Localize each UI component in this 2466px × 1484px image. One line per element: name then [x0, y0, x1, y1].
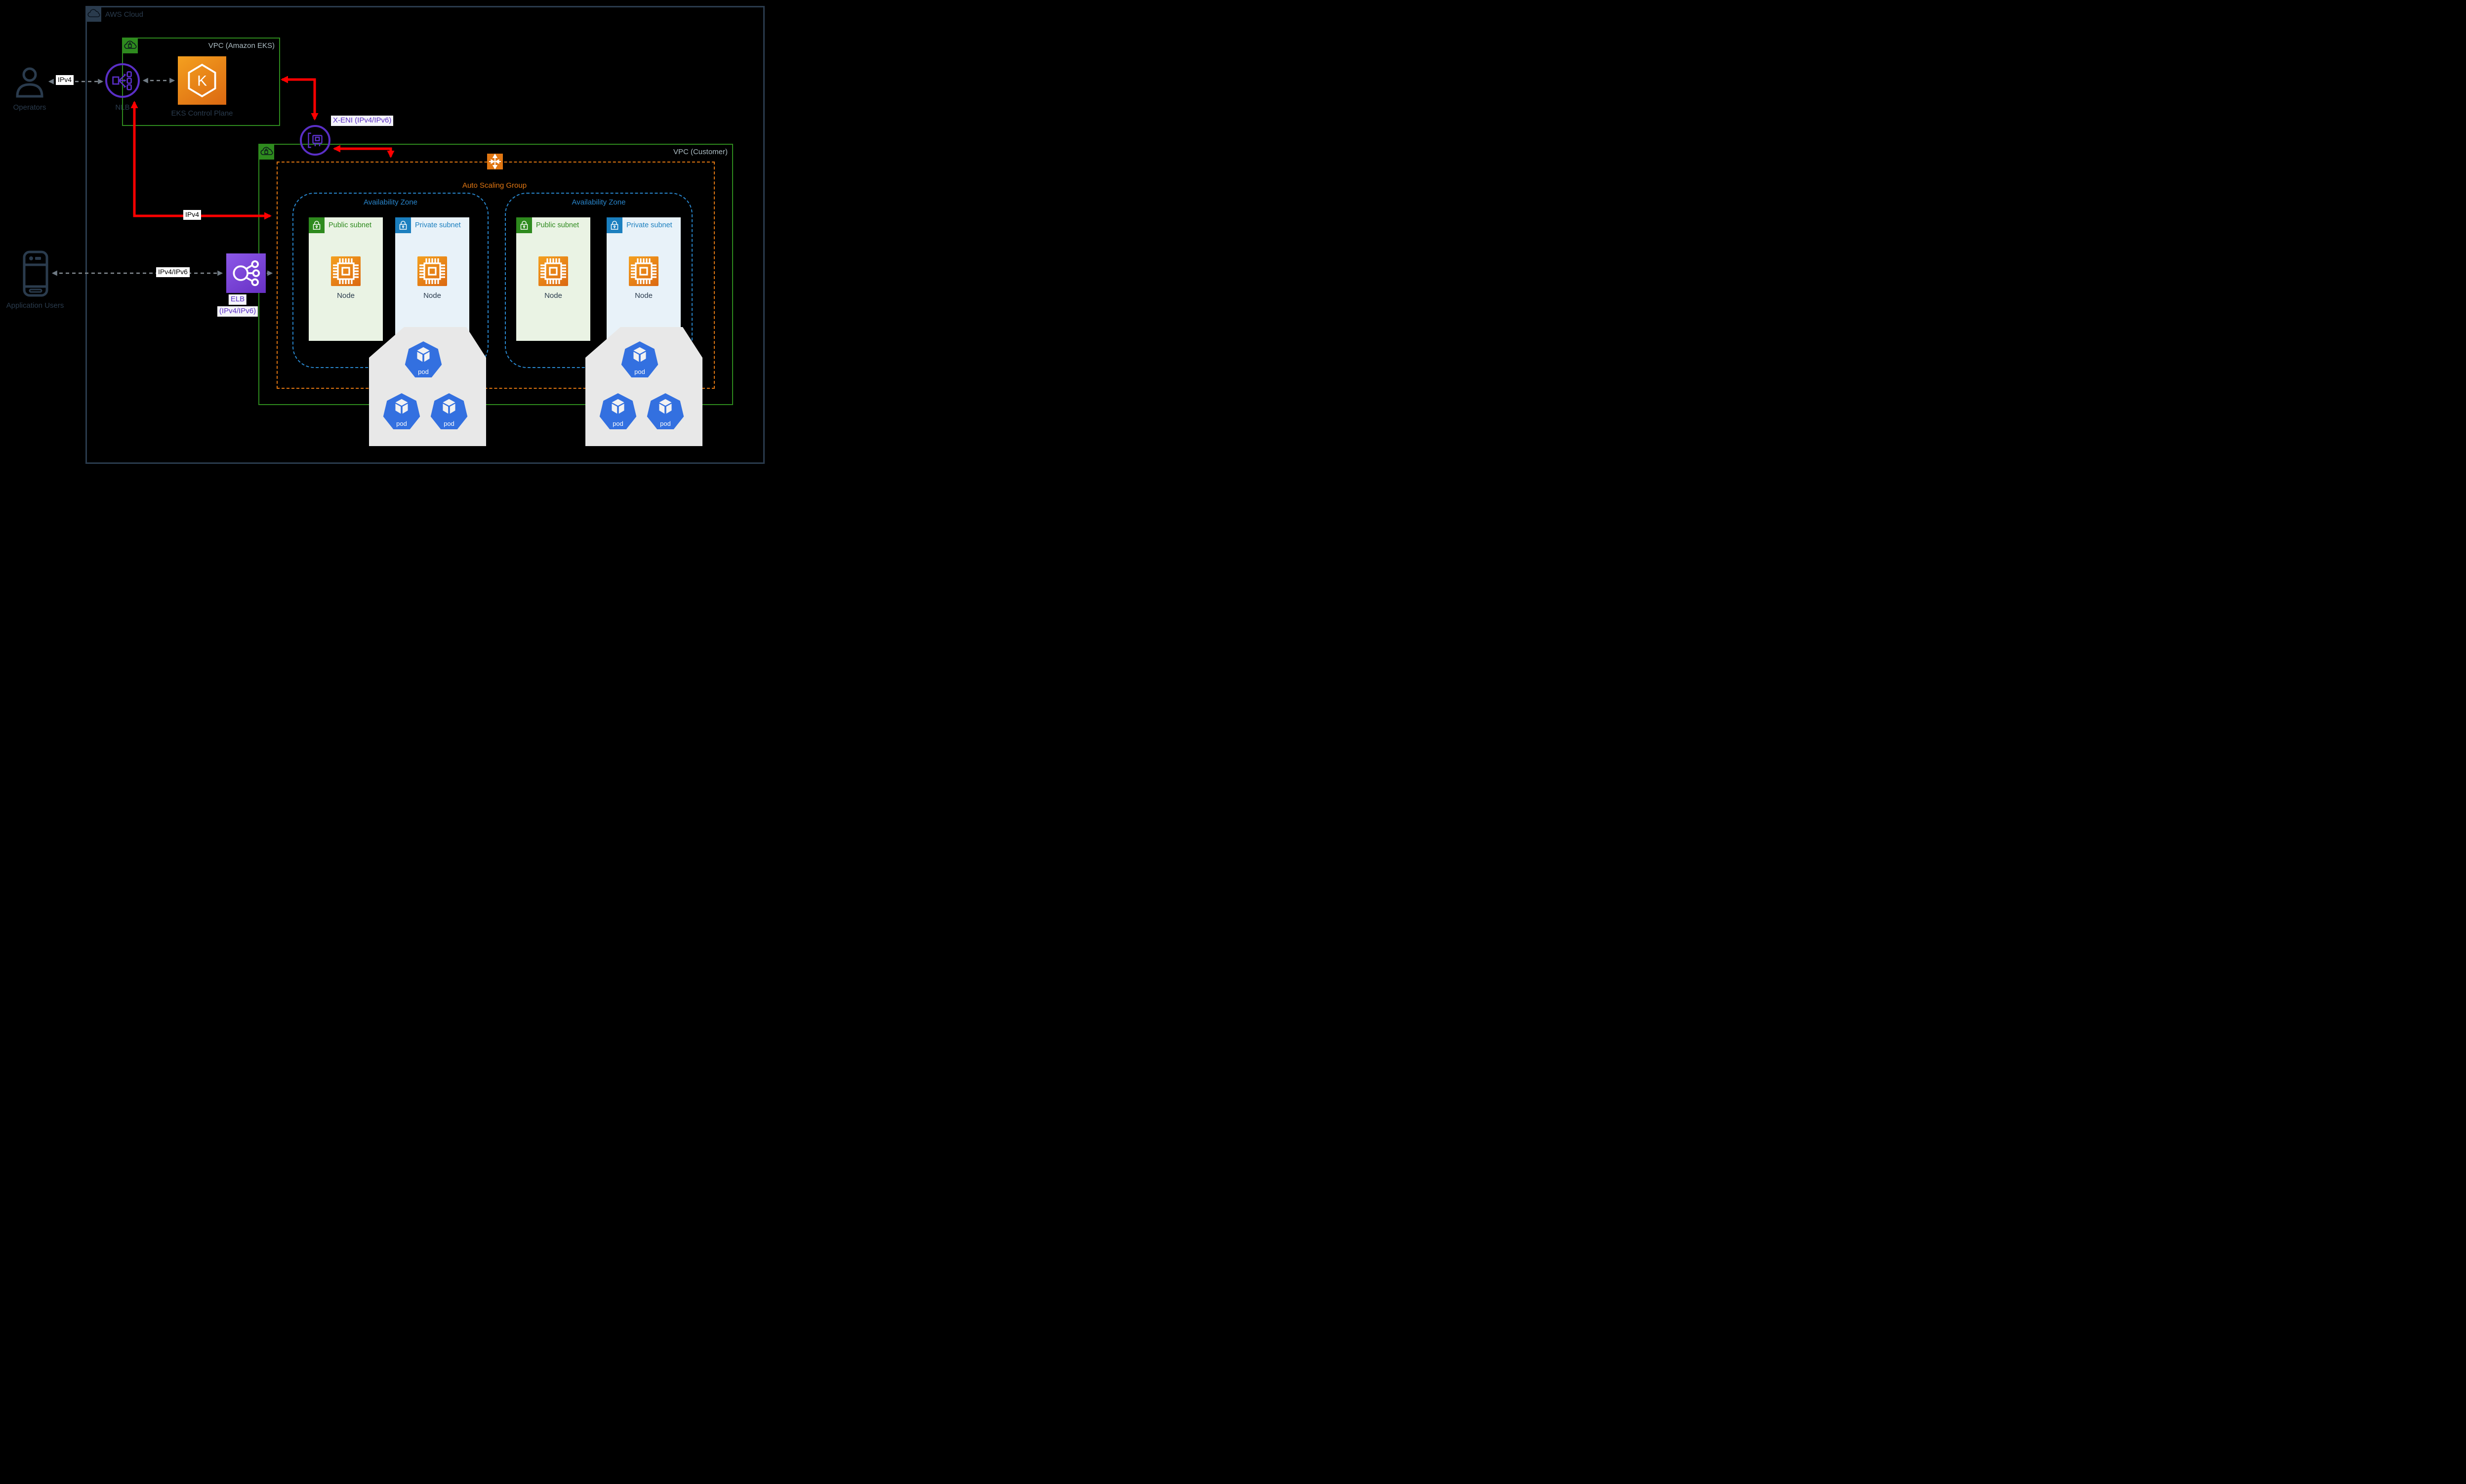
- operators-icon: [14, 66, 45, 101]
- subnet-label: Private subnet: [626, 221, 672, 229]
- cloud-icon: [87, 9, 100, 17]
- lock-icon: [607, 217, 622, 233]
- vpc-customer-label: VPC (Customer): [673, 148, 728, 156]
- lock-icon: [309, 217, 325, 233]
- pod-icon: pod: [621, 341, 658, 377]
- node-icon: [417, 256, 447, 286]
- ipv4-label-red-arrow: IPv4: [183, 210, 202, 220]
- pod-icon: pod: [647, 393, 684, 429]
- pod-group-az1: pod pod pod: [369, 327, 486, 446]
- node-icon: [331, 256, 361, 286]
- pod-icon: pod: [430, 393, 468, 429]
- pod-label: pod: [660, 420, 671, 427]
- auto-scaling-group-label: Auto Scaling Group: [462, 181, 527, 190]
- public-subnet-az1: Public subnet Node: [309, 217, 383, 341]
- nlb-icon: [105, 63, 140, 98]
- operators-label: Operators: [13, 103, 46, 112]
- vpc-icon: [122, 38, 138, 53]
- node-label: Node: [423, 291, 441, 300]
- node-icon: [538, 256, 568, 286]
- subnet-label: Private subnet: [415, 221, 461, 229]
- pod-label: pod: [634, 368, 645, 375]
- aws-cloud-box: [85, 6, 765, 464]
- application-users-label: Application Users: [6, 301, 64, 310]
- pod-label: pod: [613, 420, 623, 427]
- pod-group-az2: pod pod pod: [585, 327, 702, 446]
- auto-scaling-group-icon: [487, 154, 503, 169]
- elb-label: ELB: [228, 294, 247, 305]
- node-label: Node: [337, 291, 355, 300]
- pod-label: pod: [444, 420, 454, 427]
- private-subnet-az2: Private subnet Node: [607, 217, 681, 341]
- application-users-icon: [22, 250, 49, 300]
- x-eni-label: X-ENI (IPv4/IPv6): [331, 116, 394, 126]
- pod-icon: pod: [405, 341, 442, 377]
- availability-zone-label: Availability Zone: [572, 198, 626, 206]
- pod-label: pod: [396, 420, 407, 427]
- eks-control-plane-icon: K: [178, 56, 226, 105]
- aws-cloud-icon: [85, 6, 101, 22]
- availability-zone-label: Availability Zone: [364, 198, 417, 206]
- pod-label: pod: [418, 368, 429, 375]
- public-subnet-az2: Public subnet Node: [516, 217, 590, 341]
- vpc-icon: [258, 144, 274, 160]
- ipv4-label-operators: IPv4: [55, 75, 74, 85]
- aws-cloud-label: AWS Cloud: [105, 10, 143, 19]
- vpc-eks-label: VPC (Amazon EKS): [208, 41, 275, 50]
- pod-icon: pod: [599, 393, 637, 429]
- private-subnet-az1: Private subnet Node: [395, 217, 469, 341]
- aws-eks-network-diagram: AWS Cloud VPC (Amazon EKS) VPC (Customer…: [0, 0, 769, 466]
- svg-text:K: K: [197, 73, 207, 89]
- node-label: Node: [635, 291, 653, 300]
- lock-icon: [395, 217, 411, 233]
- node-icon: [629, 256, 658, 286]
- elb-icon: [226, 253, 266, 293]
- vpc-lock-cloud-icon: [124, 41, 137, 49]
- vpc-lock-cloud-icon: [260, 147, 273, 155]
- node-label: Node: [544, 291, 562, 300]
- lock-icon: [516, 217, 532, 233]
- x-eni-icon: [300, 125, 330, 156]
- pod-icon: pod: [383, 393, 420, 429]
- elb-sublabel: (IPv4/IPv6): [217, 306, 258, 317]
- subnet-label: Public subnet: [329, 221, 372, 229]
- subnet-label: Public subnet: [536, 221, 579, 229]
- ipv4-ipv6-label-users: IPv4/IPv6: [156, 267, 190, 277]
